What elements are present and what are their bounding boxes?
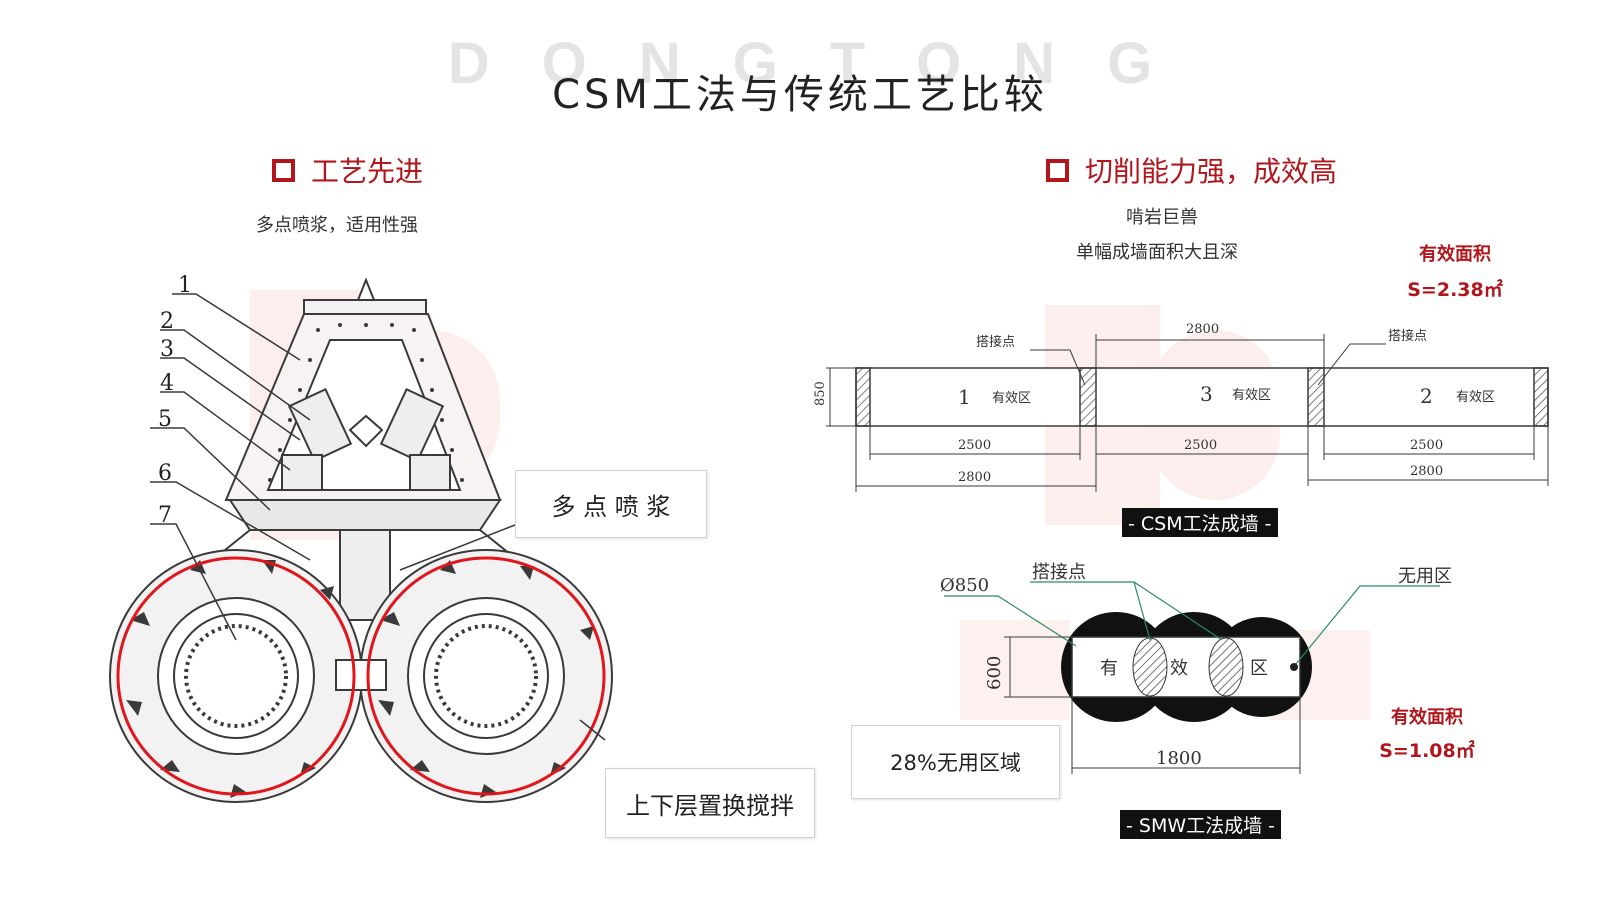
section-subtitle-right-1: 啃岩巨兽 — [1126, 207, 1198, 228]
zone-text: 有效区 — [1456, 390, 1495, 405]
smw-effective-band — [1071, 636, 1301, 698]
bullet-square-icon — [1046, 158, 1069, 182]
page-title: CSM工法与传统工艺比较 — [552, 72, 1048, 118]
dim-850: 850 — [813, 381, 828, 406]
dim-2500: 2500 — [958, 438, 991, 453]
csm-area-label: 有效面积 — [1419, 244, 1491, 265]
smw-dim-1800: 1800 — [1156, 748, 1202, 769]
zone-number: 2 — [1420, 384, 1433, 408]
callout-unused-area: 28%无用区域 — [851, 725, 1060, 799]
smw-overlap-label: 搭接点 — [1032, 562, 1086, 583]
frame-rivets — [268, 323, 464, 482]
highlight-circle-right — [366, 556, 606, 796]
part-number: 5 — [158, 407, 172, 432]
zone-number: 3 — [1200, 382, 1213, 406]
smw-diameter: Ø850 — [940, 575, 989, 596]
smw-caption: - SMW工法成墙 - — [1120, 810, 1282, 839]
part-leader-lines — [150, 293, 606, 741]
bullet-square-icon — [272, 158, 295, 182]
section-heading-right-text: 切削能力强，成效高 — [1085, 155, 1338, 188]
smw-dim-600: 600 — [984, 656, 1005, 690]
part-number: 4 — [160, 371, 174, 396]
callout-multi-point-spray: 多 点 喷 浆 — [515, 470, 707, 538]
part-number: 7 — [158, 503, 172, 528]
smw-zone-char: 效 — [1170, 658, 1188, 679]
smw-area-value: S=1.08㎡ — [1379, 740, 1475, 762]
dim-2800: 2800 — [1410, 464, 1443, 479]
smw-overlap-left — [1132, 637, 1168, 697]
cutter-wheels — [109, 549, 613, 803]
highlight-circle-left — [116, 556, 356, 796]
smw-overlap-right — [1208, 637, 1244, 697]
part-number: 6 — [158, 461, 172, 486]
dim-2500: 2500 — [1410, 438, 1443, 453]
part-number: 2 — [160, 309, 174, 334]
brand-watermark: DONGTONG — [447, 31, 1205, 96]
csm-area-value: S=2.38㎡ — [1407, 279, 1503, 301]
zone-text: 有效区 — [1232, 388, 1271, 403]
dim-2500: 2500 — [1184, 438, 1217, 453]
overlap-label-left: 搭接点 — [976, 334, 1015, 350]
dim-2800: 2800 — [958, 470, 991, 485]
callout-layer-mixing-text: 上下层置换搅拌 — [626, 791, 794, 820]
part-number: 1 — [178, 273, 192, 298]
dim-top-2800: 2800 — [1186, 322, 1219, 337]
section-heading-left: 工艺先进 — [272, 150, 423, 190]
zone-text: 有效区 — [992, 391, 1031, 406]
smw-area-label: 有效面积 — [1391, 707, 1463, 728]
smw-unused-label: 无用区 — [1398, 566, 1452, 587]
zone-number: 1 — [958, 385, 971, 409]
part-numbers: 1 2 3 4 5 6 7 — [158, 273, 192, 528]
section-subtitle-right-2: 单幅成墙面积大且深 — [1076, 242, 1238, 263]
section-heading-left-text: 工艺先进 — [311, 155, 424, 188]
callout-unused-area-text: 28%无用区域 — [890, 751, 1021, 775]
overlap-label-right: 搭接点 — [1388, 328, 1427, 344]
section-subtitle-left: 多点喷浆，适用性强 — [256, 215, 418, 236]
callout-layer-mixing: 上下层置换搅拌 — [605, 768, 815, 838]
callout-multi-point-spray-text: 多 点 喷 浆 — [551, 492, 671, 521]
smw-zone-char: 有 — [1100, 658, 1118, 679]
csm-caption: - CSM工法成墙 - — [1122, 508, 1278, 537]
part-number: 3 — [160, 337, 174, 362]
smw-zone-char: 区 — [1250, 658, 1268, 679]
section-heading-right: 切削能力强，成效高 — [1046, 150, 1337, 190]
